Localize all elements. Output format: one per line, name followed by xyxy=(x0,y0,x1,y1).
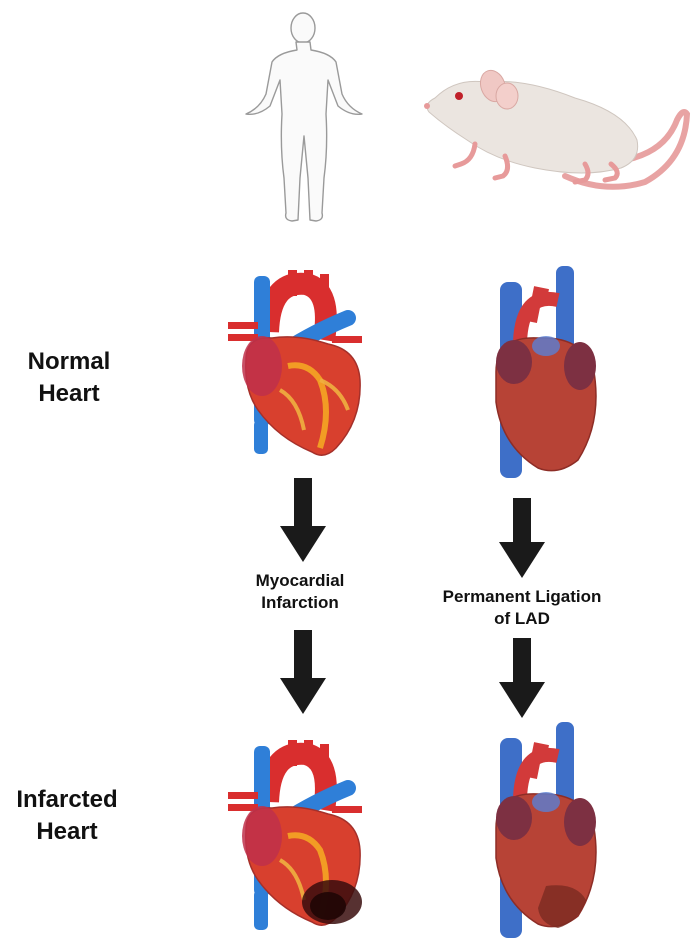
mouse-icon xyxy=(424,69,691,190)
mouse-heart-icon xyxy=(495,266,597,478)
infarcted-heart-label: Infarcted Heart xyxy=(16,786,118,845)
down-arrow-icon xyxy=(499,498,545,578)
down-arrow-icon xyxy=(280,478,326,562)
permanent-ligation-label: Permanent Ligation of LAD xyxy=(442,587,602,628)
human-heart-icon xyxy=(228,740,362,930)
mouse-heart-icon xyxy=(495,722,597,938)
down-arrow-icon xyxy=(280,630,326,714)
normal-heart-label: Normal Heart xyxy=(27,348,111,407)
down-arrow-icon xyxy=(499,638,545,718)
myocardial-infarction-label: Myocardial Infarction xyxy=(255,571,345,612)
human-figure-icon xyxy=(245,12,363,222)
human-heart-icon xyxy=(228,270,362,456)
